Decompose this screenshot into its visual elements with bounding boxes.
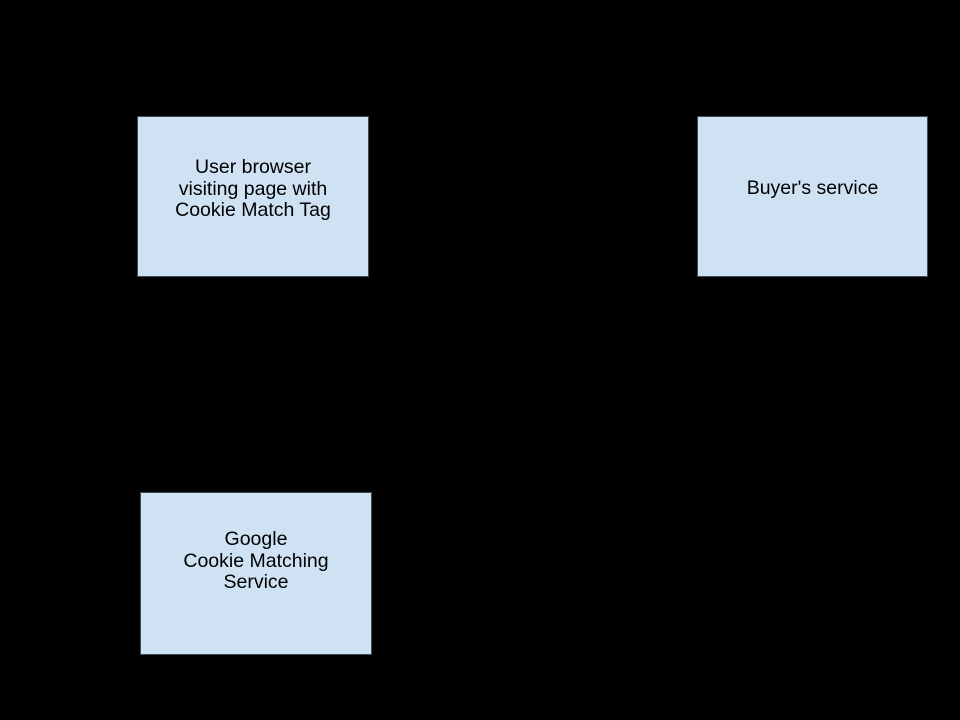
node-label-line: Buyer's service (746, 176, 879, 199)
node-google-cookie-matching-service: Google Cookie Matching Service (140, 492, 372, 655)
node-buyers-service-label: Buyer's service (746, 176, 879, 200)
node-label-line: visiting page with (178, 177, 328, 200)
node-label-line: Cookie Matching (183, 549, 329, 572)
node-label-line: Google (224, 528, 288, 551)
node-label-line: Cookie Match Tag (175, 199, 331, 222)
node-user-browser-label: User browser visiting page with Cookie M… (175, 157, 331, 222)
node-user-browser: User browser visiting page with Cookie M… (137, 116, 369, 277)
node-label-line: Service (223, 571, 289, 594)
node-google-cookie-matching-service-label: Google Cookie Matching Service (183, 529, 328, 594)
node-buyers-service: Buyer's service (697, 116, 928, 277)
node-label-line: User browser (195, 156, 311, 179)
